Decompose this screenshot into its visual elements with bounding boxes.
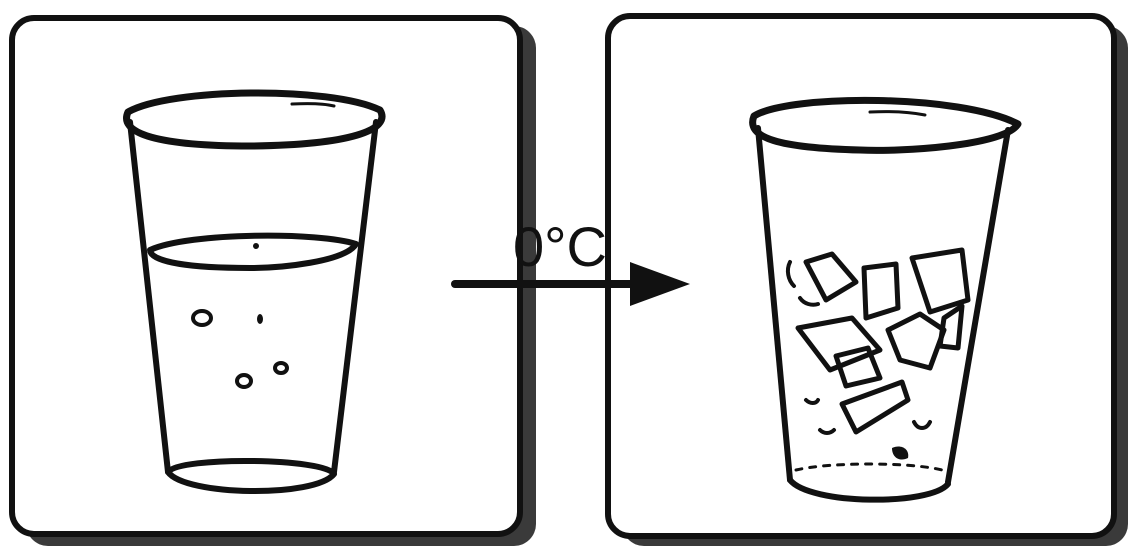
panel-ice	[608, 16, 1128, 546]
temperature-label: 0°C	[513, 215, 607, 278]
